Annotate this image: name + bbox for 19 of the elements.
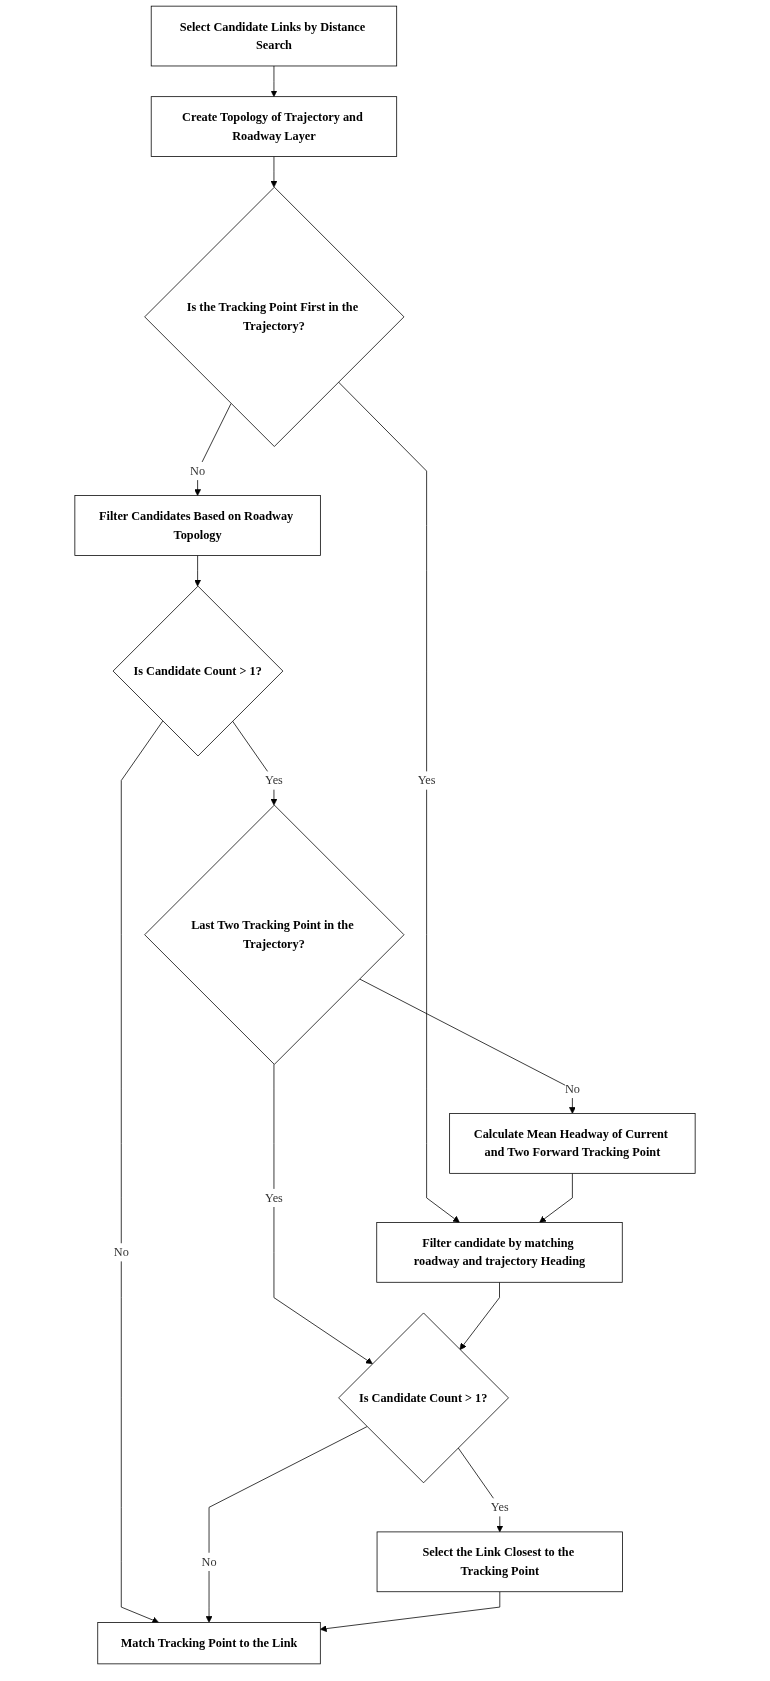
- node-diamond: Is Candidate Count > 1?: [338, 1312, 509, 1484]
- edge-label: No: [113, 1245, 129, 1259]
- node-box: Filter candidate by matching roadway and trajectory Heading: [376, 1222, 623, 1283]
- node-box: Match Tracking Point to the Link: [97, 1622, 321, 1665]
- node-diamond: Is Candidate Count > 1?: [112, 585, 284, 757]
- node-box: Select the Link Closest to the Tracking Point: [376, 1531, 623, 1593]
- node-box: Calculate Mean Headway of Current and Two Forward Tracking Point: [449, 1113, 696, 1174]
- edge-label: Yes: [417, 773, 436, 787]
- edge-label: Yes: [265, 1190, 283, 1205]
- node-diamond: Last Two Tracking Point in the Trajectory?: [144, 804, 405, 1065]
- node-diamond: Is the Tracking Point First in the Trajectory?: [144, 186, 405, 447]
- edge-label: No: [190, 464, 206, 478]
- node-box: Select Candidate Links by Distance Search: [150, 5, 398, 67]
- edge-label: No: [564, 1082, 580, 1096]
- edge-label: Yes: [265, 773, 283, 787]
- edge-label: No: [201, 1554, 217, 1568]
- edge-label: Yes: [490, 1500, 509, 1514]
- node-box: Filter Candidates Based on Roadway Topology: [74, 495, 321, 556]
- node-box: Create Topology of Trajectory and Roadway Layer: [150, 96, 398, 157]
